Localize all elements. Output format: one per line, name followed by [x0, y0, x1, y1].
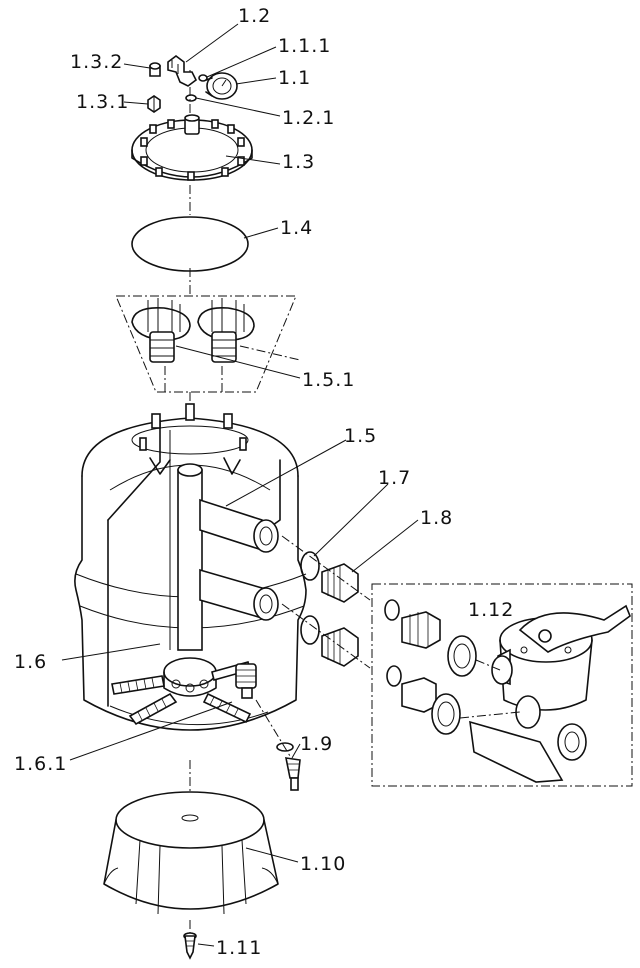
- multiport-valve: [459, 604, 631, 783]
- label-1-3-2: 1.3.2: [70, 51, 123, 73]
- label-1-1-1: 1.1.1: [278, 35, 331, 57]
- lateral-collector: [111, 657, 257, 726]
- internal-pipe-assembly: [169, 430, 279, 651]
- gauge-o-ring: [198, 74, 208, 82]
- label-1-9: 1.9: [300, 733, 333, 755]
- valve-o-rings: [384, 599, 402, 687]
- label-1-2: 1.2: [238, 5, 271, 27]
- elbow-o-ring: [185, 94, 197, 102]
- diffuser-detail: [115, 295, 301, 393]
- valve-tail-pieces: [401, 611, 441, 713]
- diffuser-left: [131, 298, 191, 363]
- label-1-4: 1.4: [280, 217, 313, 239]
- valve-nuts: [431, 635, 477, 735]
- label-1-8: 1.8: [420, 507, 453, 529]
- label-1-3-1: 1.3.1: [76, 91, 129, 113]
- part-labels: 1.2 1.3.2 1.1.1 1.1 1.3.1 1.2.1 1.3 1.4 …: [14, 5, 514, 959]
- union-fittings: [281, 535, 371, 669]
- cap: [149, 62, 161, 77]
- label-1-6-1: 1.6.1: [14, 753, 67, 775]
- lid: [131, 114, 253, 181]
- base-stand: [103, 791, 279, 915]
- label-1-11: 1.11: [216, 937, 262, 959]
- port-o-rings: [300, 551, 320, 645]
- label-1-5: 1.5: [344, 425, 377, 447]
- label-1-1: 1.1: [278, 67, 311, 89]
- label-1-2-1: 1.2.1: [282, 107, 335, 129]
- diffuser-right: [197, 298, 255, 363]
- label-1-3: 1.3: [282, 151, 315, 173]
- label-1-7: 1.7: [378, 467, 411, 489]
- label-1-5-1: 1.5.1: [302, 369, 355, 391]
- label-1-12: 1.12: [468, 599, 514, 621]
- base-screw: [183, 932, 197, 960]
- drain-plug: [255, 699, 301, 791]
- label-1-6: 1.6: [14, 651, 47, 673]
- valve-detail-box: [371, 583, 633, 787]
- label-1-10: 1.10: [300, 853, 346, 875]
- lid-seal-ring: [131, 216, 249, 272]
- laterals: [111, 661, 252, 726]
- lid-bolts: [140, 119, 245, 181]
- pressure-gauge: [205, 72, 238, 100]
- leader-lines: [61, 23, 419, 947]
- elbow-fitting: [167, 55, 198, 87]
- nut: [147, 95, 161, 113]
